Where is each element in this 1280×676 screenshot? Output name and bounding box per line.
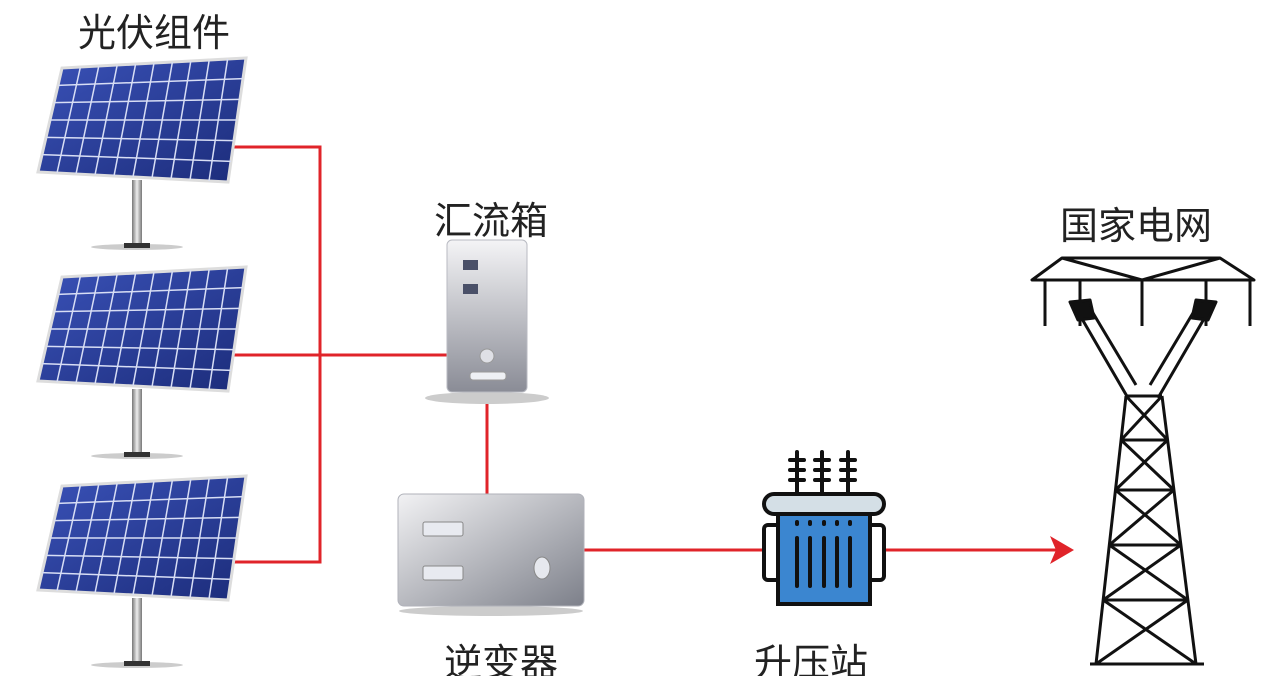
tower-brace [1108,488,1175,547]
panel-grid-line [45,136,235,142]
panel-grid-line [57,495,244,505]
wiring [230,145,1062,564]
panel-grid-line [41,362,232,372]
panel-pole [132,389,142,455]
tower-brace [1124,394,1169,442]
panel-grid-line [41,153,232,163]
combiner-box-icon [425,239,549,404]
tower-brace [1114,438,1169,492]
label-combiner-box: 汇流箱 [434,199,549,243]
panel-grid-line [41,571,232,581]
label-substation: 升压站 [754,641,869,676]
panel-grid-line [53,98,241,104]
panel-base [124,661,150,666]
solar-panel-icon [36,56,248,250]
label-grid: 国家电网 [1060,204,1213,248]
arrow-head-icon [1050,536,1074,564]
panel-grid-line [45,554,235,560]
inverter-icon [397,493,585,616]
transmission-tower-icon [1030,256,1256,666]
panel-grid-line [53,307,241,313]
transformer-icon [762,450,886,606]
panel-pole [132,598,142,664]
tower-brace [1108,543,1189,602]
panel-pole [132,180,142,246]
tower-brace [1119,394,1164,442]
panel-grid-line [57,286,244,296]
solar-panel-icon [36,265,248,459]
panel-base [124,452,150,457]
tower-brace [1114,488,1182,547]
panel-grid-line [57,77,244,87]
label-inverter: 逆变器 [444,641,559,676]
panel-grid-line [45,345,235,351]
solar-panels [36,56,248,668]
transformer-coils [795,520,852,588]
panel-grid-line [53,516,241,522]
solar-panel-icon [36,474,248,668]
tower-brace [1120,438,1175,492]
tower-brace [1102,543,1182,602]
tower-brace [1102,598,1197,666]
transformer-bushings [788,450,857,496]
tower-brace [1095,598,1189,666]
panel-base [124,243,150,248]
label-pv-modules: 光伏组件 [78,11,231,55]
